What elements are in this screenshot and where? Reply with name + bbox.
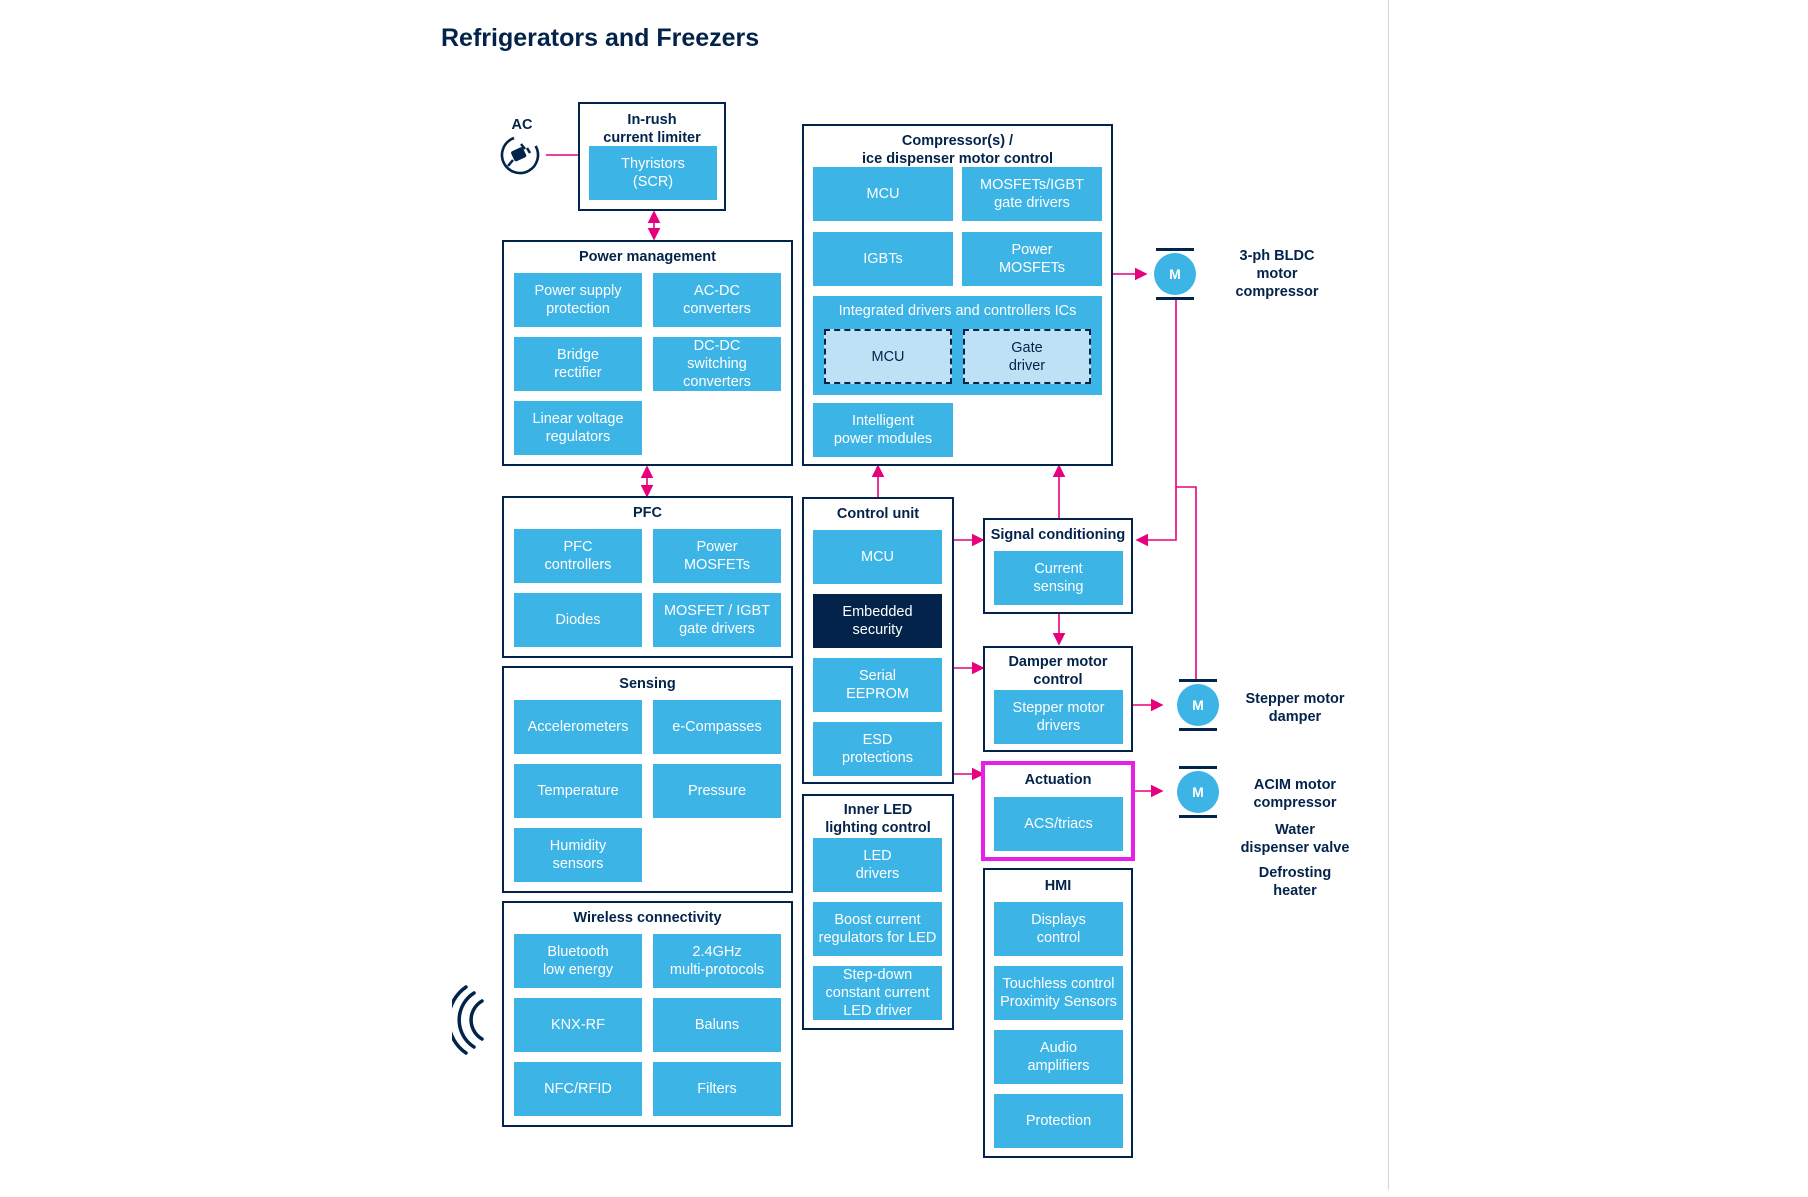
hmi-panel: HMI Displays control Touchless control P… <box>983 868 1133 1158</box>
actuation-panel: Actuation ACS/triacs <box>981 761 1135 861</box>
control-unit-title: Control unit <box>836 506 920 522</box>
pfc-panel: PFC PFC controllers Power MOSFETs Diodes… <box>502 496 793 658</box>
block-baluns: Baluns <box>653 998 781 1052</box>
block-pressure: Pressure <box>653 764 781 818</box>
block-igbts: IGBTs <box>813 232 953 286</box>
ac-label: AC <box>511 117 533 133</box>
inrush-panel: In-rush current limiter Thyristors (SCR) <box>578 102 726 211</box>
wireless-panel: Wireless connectivity Bluetooth low ener… <box>502 901 793 1127</box>
wireless-signal-icon <box>452 985 484 1055</box>
block-linear-voltage-regulators: Linear voltage regulators <box>514 401 642 455</box>
block-led-drivers: LED drivers <box>813 838 942 892</box>
pfc-title: PFC <box>633 505 662 521</box>
integrated-drivers-title: Integrated drivers and controllers ICs <box>838 303 1077 319</box>
bldc-motor-symbol: M <box>1169 266 1181 282</box>
damper-motor-panel: Damper motor control Stepper motor drive… <box>983 646 1133 752</box>
bldc-motor-label: 3-ph BLDC motor compressor <box>1235 248 1319 300</box>
block-mosfet-igbt-gate-drivers: MOSFET / IGBT gate drivers <box>653 593 781 647</box>
bldc-feedback-connector <box>1135 300 1177 547</box>
hmi-title: HMI <box>1044 878 1072 894</box>
block-mosfets-igbt-gate-drivers: MOSFETs/IGBT gate drivers <box>962 167 1102 221</box>
block-compressor-power-mosfets: Power MOSFETs <box>962 232 1102 286</box>
bldc-motor-icon: M <box>1154 248 1196 300</box>
power-management-panel: Power management Power supply protection… <box>502 240 793 466</box>
stepper-motor-icon: M <box>1177 679 1219 731</box>
block-audio-amplifiers: Audio amplifiers <box>994 1030 1123 1084</box>
block-pfc-power-mosfets: Power MOSFETs <box>653 529 781 583</box>
page-divider <box>1388 0 1389 1190</box>
stepper-motor-label: Stepper motor damper <box>1245 691 1345 725</box>
block-hmi-protection: Protection <box>994 1094 1123 1148</box>
block-current-sensing: Current sensing <box>994 551 1123 605</box>
damper-motor-title: Damper motor control <box>1008 654 1108 688</box>
block-nfc-rfid: NFC/RFID <box>514 1062 642 1116</box>
block-bridge-rectifier: Bridge rectifier <box>514 337 642 391</box>
block-step-down-led-driver: Step-down constant current LED driver <box>813 966 942 1020</box>
block-2-4ghz-multi-protocols: 2.4GHz multi-protocols <box>653 934 781 988</box>
block-bluetooth-low-energy: Bluetooth low energy <box>514 934 642 988</box>
block-displays-control: Displays control <box>994 902 1123 956</box>
block-integrated-gate-driver: Gate driver <box>963 329 1091 384</box>
block-intelligent-power-modules: Intelligent power modules <box>813 403 953 457</box>
block-e-compasses: e-Compasses <box>653 700 781 754</box>
actuation-title: Actuation <box>1024 772 1092 788</box>
defrosting-heater-label: Defrosting heater <box>1258 865 1332 899</box>
power-management-title: Power management <box>579 249 716 265</box>
block-temperature: Temperature <box>514 764 642 818</box>
inrush-title: In-rush current limiter <box>603 112 701 146</box>
block-humidity-sensors: Humidity sensors <box>514 828 642 882</box>
block-boost-current-regulators: Boost current regulators for LED <box>813 902 942 956</box>
water-dispenser-label: Water dispenser valve <box>1240 822 1350 856</box>
block-touchless-control: Touchless control Proximity Sensors <box>994 966 1123 1020</box>
signal-conditioning-title: Signal conditioning <box>990 527 1126 543</box>
block-acs-triacs: ACS/triacs <box>994 797 1123 851</box>
block-knx-rf: KNX-RF <box>514 998 642 1052</box>
block-dc-dc-converters: DC-DC switching converters <box>653 337 781 391</box>
block-ac-dc-converters: AC-DC converters <box>653 273 781 327</box>
block-serial-eeprom: Serial EEPROM <box>813 658 942 712</box>
block-integrated-mcu: MCU <box>824 329 952 384</box>
block-accelerometers: Accelerometers <box>514 700 642 754</box>
control-unit-panel: Control unit MCU Embedded security Seria… <box>802 497 954 784</box>
page-title: Refrigerators and Freezers <box>441 24 760 52</box>
block-stepper-motor-drivers: Stepper motor drivers <box>994 690 1123 744</box>
block-control-mcu: MCU <box>813 530 942 584</box>
stepper-feedback-connector <box>1176 486 1197 680</box>
stepper-motor-symbol: M <box>1192 697 1204 713</box>
wireless-title: Wireless connectivity <box>573 910 722 926</box>
sensing-title: Sensing <box>619 676 676 692</box>
sensing-panel: Sensing Accelerometers e-Compasses Tempe… <box>502 666 793 893</box>
block-esd-protections: ESD protections <box>813 722 942 776</box>
block-compressor-mcu: MCU <box>813 167 953 221</box>
signal-conditioning-panel: Signal conditioning Current sensing <box>983 518 1133 614</box>
block-pfc-controllers: PFC controllers <box>514 529 642 583</box>
acim-motor-icon: M <box>1177 766 1219 818</box>
ac-plug-icon <box>500 135 540 175</box>
compressor-panel: Compressor(s) / ice dispenser motor cont… <box>802 124 1113 466</box>
block-power-supply-protection: Power supply protection <box>514 273 642 327</box>
block-diodes: Diodes <box>514 593 642 647</box>
compressor-title: Compressor(s) / ice dispenser motor cont… <box>862 133 1053 167</box>
block-filters: Filters <box>653 1062 781 1116</box>
led-lighting-panel: Inner LED lighting control LED drivers B… <box>802 794 954 1030</box>
led-lighting-title: Inner LED lighting control <box>825 802 931 836</box>
block-embedded-security: Embedded security <box>813 594 942 648</box>
block-thyristors: Thyristors (SCR) <box>589 146 717 200</box>
acim-motor-label: ACIM motor compressor <box>1253 777 1337 811</box>
acim-motor-symbol: M <box>1192 784 1204 800</box>
